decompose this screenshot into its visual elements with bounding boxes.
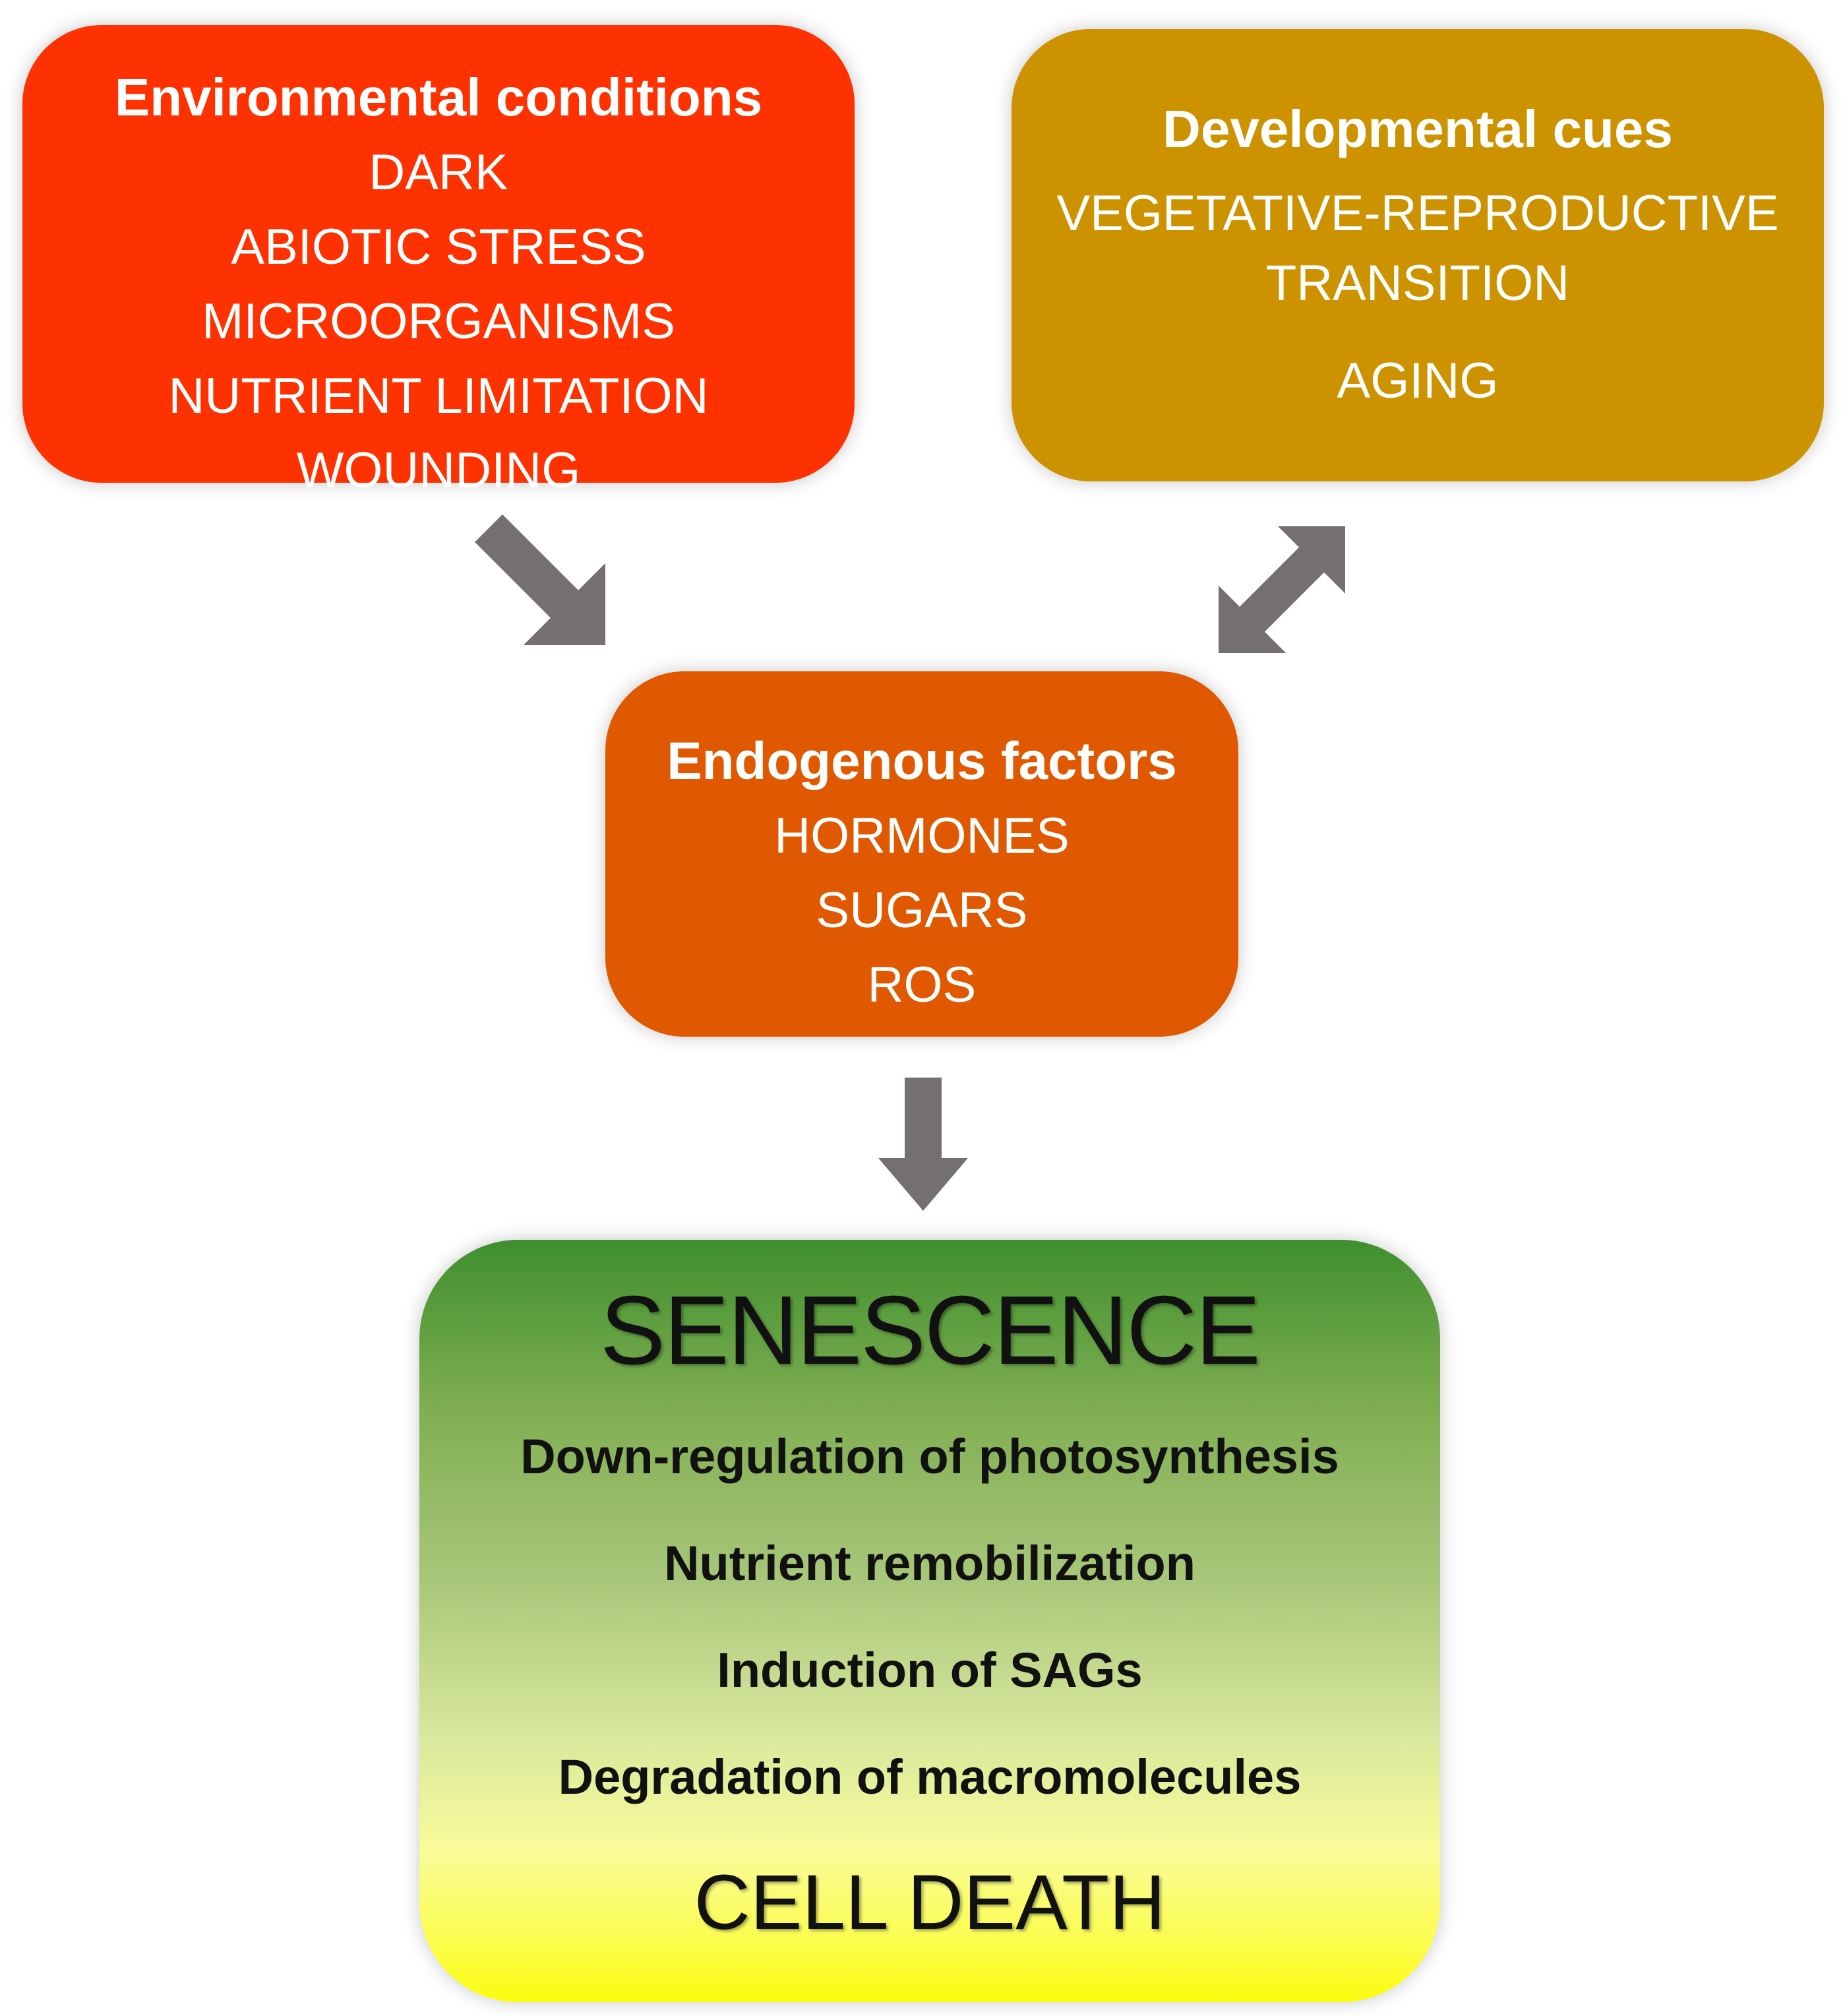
developmental-cues-box: Developmental cues VEGETATIVE-REPRODUCTI…: [1012, 29, 1824, 481]
environmental-item: DARK: [369, 144, 508, 200]
endogenous-factors-title: Endogenous factors: [667, 731, 1177, 790]
senescence-process: Nutrient remobilization: [664, 1536, 1195, 1591]
senescence-process: Induction of SAGs: [717, 1643, 1143, 1697]
endogenous-item: ROS: [867, 957, 977, 1013]
environmental-item: MICROORGANISMS: [202, 293, 675, 350]
developmental-item: VEGETATIVE-REPRODUCTIVE: [1056, 185, 1779, 241]
senescence-title: SENESCENCE: [600, 1276, 1261, 1385]
cell-death-label: CELL DEATH: [694, 1859, 1166, 1946]
environmental-conditions-title: Environmental conditions: [114, 68, 763, 127]
arrow-endogenous-to-senescence: [878, 1078, 968, 1211]
environmental-item: NUTRIENT LIMITATION: [168, 368, 709, 424]
senescence-box: SENESCENCE Down-regulation of photosynth…: [419, 1240, 1440, 2002]
endogenous-item: HORMONES: [774, 808, 1070, 864]
developmental-cues-title: Developmental cues: [1163, 100, 1673, 158]
arrow-environmental-to-endogenous: [475, 514, 605, 645]
endogenous-factors-box: Endogenous factors HORMONES SUGARS ROS: [605, 671, 1238, 1037]
arrow-developmental-endogenous-bidirectional: [1219, 526, 1345, 653]
endogenous-item: SUGARS: [816, 882, 1028, 938]
senescence-process: Degradation of macromolecules: [558, 1750, 1302, 1804]
senescence-process: Down-regulation of photosynthesis: [520, 1429, 1339, 1484]
developmental-item: TRANSITION: [1265, 255, 1570, 311]
environmental-item: ABIOTIC STRESS: [231, 219, 646, 275]
environmental-conditions-box: Environmental conditions DARK ABIOTIC ST…: [22, 25, 855, 496]
developmental-item: AGING: [1337, 353, 1499, 409]
environmental-item: WOUNDING: [296, 443, 581, 499]
